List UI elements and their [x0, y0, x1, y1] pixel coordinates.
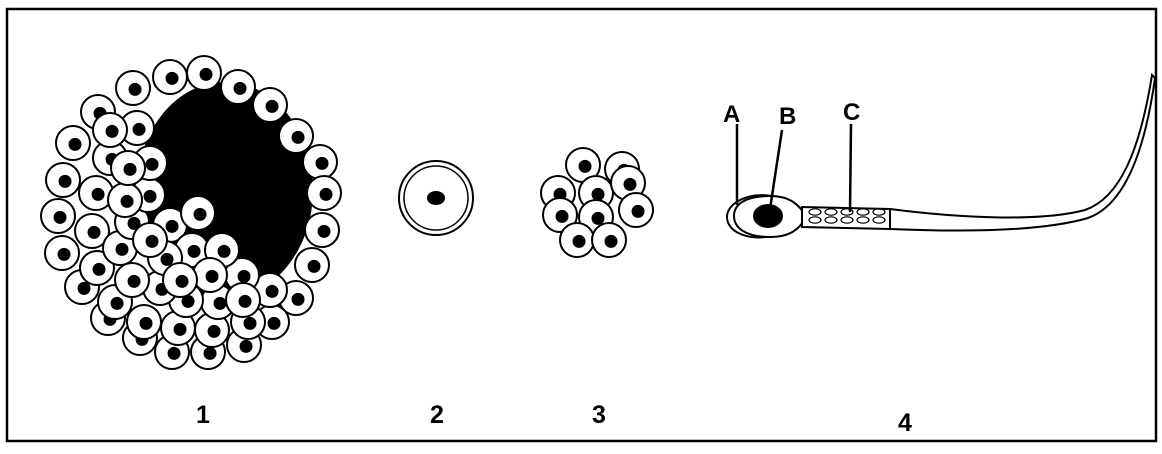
sperm-tail [890, 75, 1155, 231]
follicle-cell-icon [111, 151, 145, 185]
sperm-midpiece [802, 207, 893, 229]
cell-morula-icon [541, 148, 653, 257]
figure-number-2: 2 [430, 403, 444, 428]
follicle-cell-icon [279, 119, 313, 153]
follicle-cell-icon [133, 223, 167, 257]
follicle-cell-icon [93, 113, 127, 147]
figure-number-1: 1 [196, 403, 210, 428]
follicle-cell-icon [153, 60, 187, 94]
follicle-cell-icon [41, 199, 75, 233]
figure-number-4: 4 [898, 411, 912, 436]
follicle-cell-icon [45, 236, 79, 270]
figure-number-3: 3 [592, 403, 606, 428]
follicle-cell-cluster-icon [41, 56, 341, 369]
egg-nucleus [427, 191, 445, 205]
follicle-cell-icon [115, 263, 149, 297]
follicle-cell-icon [193, 258, 227, 292]
follicle-cell-icon [187, 56, 221, 90]
follicle-cell-icon [295, 248, 329, 282]
follicle-cell-icon [116, 71, 150, 105]
follicle-cell-icon [303, 145, 337, 179]
label-part-c: C [843, 101, 860, 125]
follicle-cell-icon [108, 183, 142, 217]
follicle-cell-icon [163, 263, 197, 297]
morula-cell-icon [560, 223, 594, 257]
label-part-b: B [779, 105, 796, 129]
morula-cell-icon [619, 193, 653, 227]
follicle-cell-icon [253, 88, 287, 122]
follicle-cell-icon [181, 196, 215, 230]
pointer-line-c [850, 124, 851, 212]
sperm-nucleus [753, 204, 783, 228]
follicle-cell-icon [305, 213, 339, 247]
egg-cell-icon [399, 161, 473, 235]
label-part-a: A [723, 103, 740, 127]
follicle-cell-icon [307, 176, 341, 210]
follicle-cell-icon [226, 283, 260, 317]
follicle-cell-icon [56, 126, 90, 160]
sperm-cell-icon [727, 75, 1155, 237]
follicle-cell-icon [127, 305, 161, 339]
follicle-cell-icon [46, 163, 80, 197]
morula-cell-icon [592, 223, 626, 257]
follicle-cell-icon [221, 70, 255, 104]
